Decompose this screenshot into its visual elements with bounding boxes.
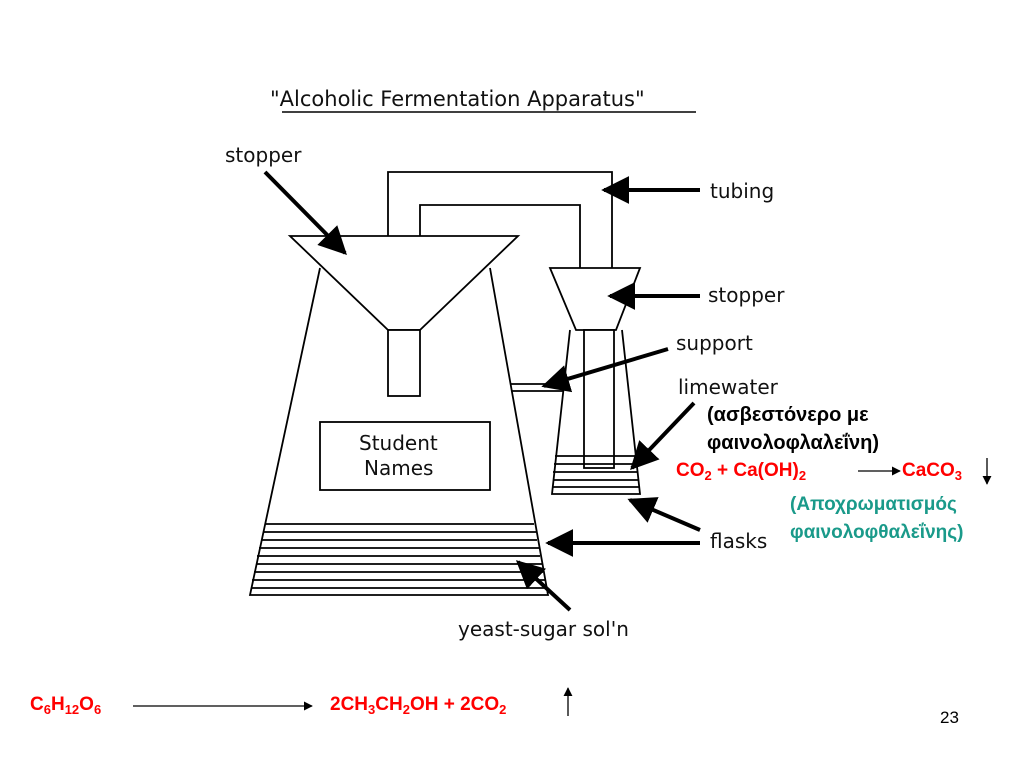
glucose-formula: C6H12O6 xyxy=(30,694,102,717)
label-yeast-sugar: yeast-sugar sol'n xyxy=(458,617,629,641)
tubing xyxy=(387,171,613,268)
label-tubing: tubing xyxy=(710,179,774,203)
label-stopper-left: stopper xyxy=(225,143,302,167)
student-names-line1: Student xyxy=(359,431,438,455)
student-names-line2: Names xyxy=(364,456,433,480)
large-flask xyxy=(248,235,550,596)
label-flasks: flasks xyxy=(710,529,767,553)
support-bar xyxy=(510,383,565,392)
limewater-greek-line2: φαινολοφλαλεΐνη) xyxy=(707,432,880,454)
decolor-line2: φαινολοφθαλεΐνης) xyxy=(790,522,964,543)
pointer-arrows xyxy=(263,170,701,612)
diagram-title: "Alcoholic Fermentation Apparatus" xyxy=(270,87,645,111)
label-stopper-right: stopper xyxy=(708,283,785,307)
limewater-greek-line1: (ασβεστόνερο με xyxy=(707,404,869,426)
student-names-box xyxy=(319,421,491,491)
small-flask-stopper xyxy=(548,267,642,331)
large-flask-stopper xyxy=(287,235,521,331)
limewater-reaction-product: CaCO3 xyxy=(902,460,963,483)
limewater-reaction-left: CO2 + Ca(OH)2 xyxy=(676,460,807,483)
page-number: 23 xyxy=(940,708,959,727)
label-limewater: limewater xyxy=(678,375,779,399)
decolor-line1: (Αποχρωματισμός xyxy=(790,494,957,515)
large-flask-neck-tube xyxy=(387,329,421,397)
fermentation-products: 2CH3CH2OH + 2CO2 xyxy=(330,694,507,717)
small-flask-tube xyxy=(583,329,615,469)
label-support: support xyxy=(676,331,753,355)
